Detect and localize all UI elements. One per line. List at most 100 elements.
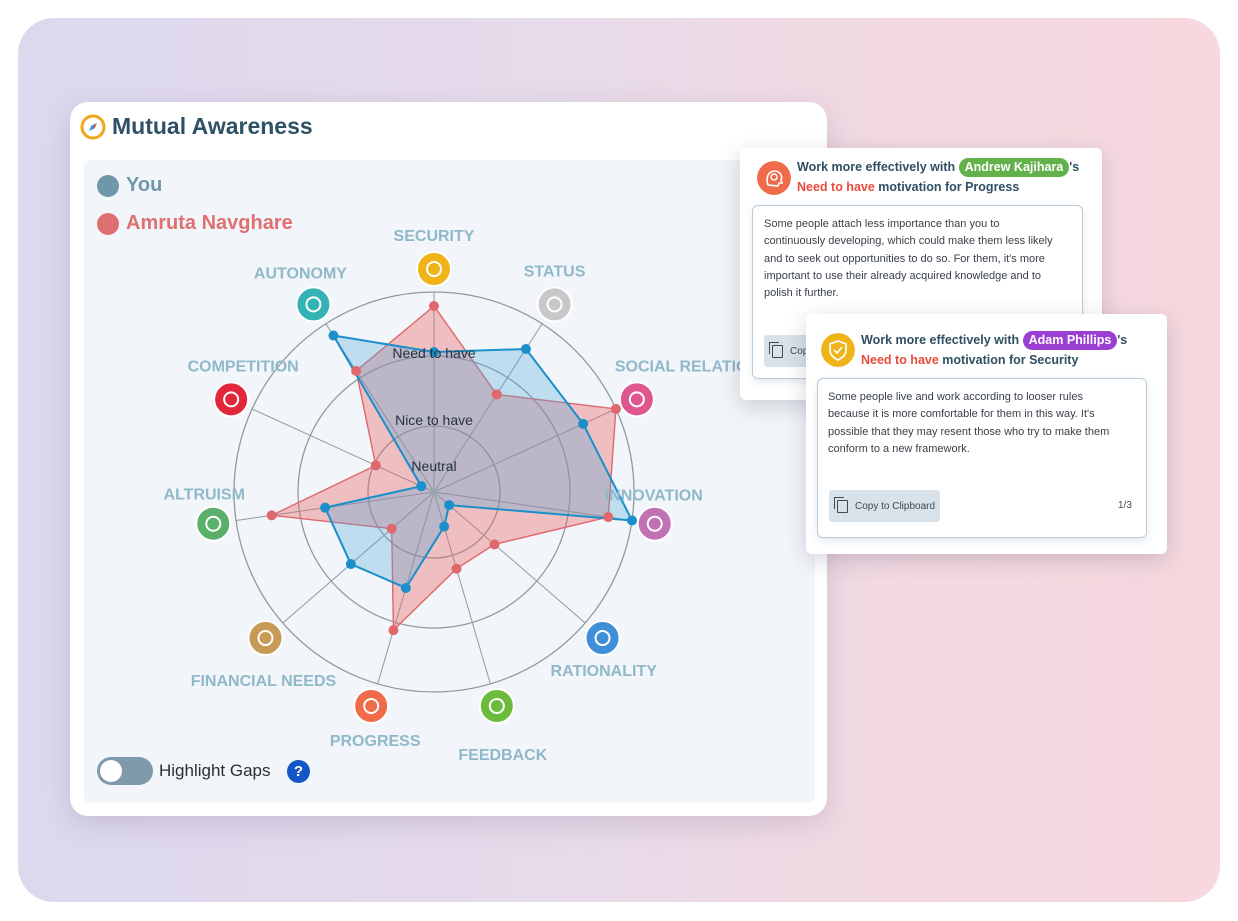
handshake-icon-glyph <box>628 391 645 408</box>
lightbulb-icon-glyph <box>646 515 663 532</box>
radar-spoke <box>251 408 435 493</box>
category-label: INNOVATION <box>605 488 703 505</box>
series-area-other <box>270 305 617 631</box>
data-point-you <box>626 515 637 526</box>
data-point-other <box>351 365 362 376</box>
category-label: FEEDBACK <box>458 747 547 764</box>
heading-prefix: Work more effectively with <box>797 160 959 174</box>
popup-heading: Work more effectively with Andrew Kajiha… <box>797 157 1079 177</box>
insight-line: Some people live and work according to l… <box>828 391 1083 403</box>
legend-you-dot <box>97 174 119 197</box>
category-label: SECURITY <box>394 228 475 245</box>
insight-text: Some people attach less importance than … <box>764 216 1053 302</box>
data-point-other <box>370 460 381 471</box>
need-level-label: Need to have <box>861 353 939 367</box>
popup-subheading: Need to have motivation for Progress <box>797 177 1019 197</box>
trophy-icon <box>213 381 250 418</box>
person-name-badge[interactable]: Adam Phillips <box>1022 331 1118 350</box>
insight-line: conform to a new framework. <box>828 442 970 455</box>
pagination-indicator: 1/3 <box>1118 500 1132 511</box>
thumbs-up-icon-glyph <box>488 697 505 714</box>
data-point-you <box>520 343 531 354</box>
data-point-other <box>429 301 439 311</box>
category-label: COMPETITION <box>188 358 299 375</box>
category-label: RATIONALITY <box>551 663 658 680</box>
head-gear-icon-glyph <box>363 697 380 714</box>
data-point-you <box>320 502 331 513</box>
shield-icon-glyph <box>426 261 442 277</box>
lightbulb-icon <box>636 505 673 542</box>
copy-icon <box>834 496 848 513</box>
magnifier-icon <box>584 620 621 657</box>
help-icon[interactable]: ? <box>287 760 310 783</box>
data-point-other <box>610 403 621 414</box>
data-point-other <box>489 539 500 550</box>
heading-suffix: 's <box>1117 333 1128 347</box>
highlight-gaps-toggle[interactable] <box>97 757 153 785</box>
category-label: ALTRUISM <box>164 487 245 504</box>
legend-other-dot <box>97 212 119 235</box>
trophy-icon-glyph <box>223 391 240 408</box>
series-area-you <box>324 334 633 589</box>
money-bag-icon-glyph <box>257 630 274 647</box>
ring-label-0: Need to have <box>392 345 475 361</box>
radar-spoke <box>433 491 586 624</box>
people-icon-glyph <box>205 515 222 532</box>
data-point-you <box>328 330 339 341</box>
copy-to-clipboard-button[interactable]: Copy to Clipboard <box>829 490 940 522</box>
data-point-you <box>439 521 450 532</box>
insight-line: and to seek out opportunities to do so. … <box>764 252 1045 265</box>
shield-icon <box>821 333 855 367</box>
heading-prefix: Work more effectively with <box>861 333 1023 347</box>
popup-subheading: Need to have motivation for Security <box>861 350 1078 370</box>
insight-line: continuously developing, which could mak… <box>764 235 1053 248</box>
handshake-icon <box>618 381 655 418</box>
legend-other[interactable]: Amruta Navghare <box>97 212 293 235</box>
radar-spoke <box>433 491 633 521</box>
money-bag-icon <box>247 620 284 657</box>
category-label: PROGRESS <box>330 733 421 750</box>
copy-icon <box>769 341 783 358</box>
compass-icon <box>80 114 106 140</box>
ring-label-2: Neutral <box>411 458 456 474</box>
boot-icon-glyph <box>305 296 322 313</box>
copy-button-label: Copy <box>790 345 814 357</box>
data-point-other <box>388 625 399 636</box>
data-point-other <box>603 512 614 523</box>
crown-icon-glyph <box>546 296 563 313</box>
popup-heading: Work more effectively with Adam Phillips… <box>861 330 1127 350</box>
legend-you-label: You <box>126 174 163 196</box>
data-point-you <box>416 481 427 492</box>
insight-line: important to use their already acquired … <box>764 269 1042 282</box>
motivation-label: motivation for Progress <box>874 180 1020 194</box>
data-point-you <box>400 582 411 593</box>
insight-text: Some people live and work according to l… <box>828 389 1109 458</box>
category-label: FINANCIAL NEEDS <box>191 673 337 690</box>
page-title: Mutual Awareness <box>112 113 313 139</box>
ring-label-1: Nice to have <box>395 412 473 428</box>
motivation-label: motivation for Security <box>938 353 1079 367</box>
boot-icon <box>295 286 332 323</box>
data-point-other <box>266 510 277 521</box>
copy-button-label: Copy to Clipboard <box>855 500 936 512</box>
category-label: STATUS <box>524 263 586 280</box>
shield-icon <box>416 251 452 287</box>
magnifier-icon-glyph <box>594 630 611 647</box>
toggle-knob <box>100 760 122 782</box>
thumbs-up-icon <box>478 687 515 724</box>
data-point-you <box>444 500 455 511</box>
insight-line: because it is more comfortable for them … <box>828 408 1095 421</box>
data-point-you <box>429 347 439 357</box>
person-name-badge[interactable]: Andrew Kajihara <box>958 158 1070 177</box>
radar-center <box>430 488 438 496</box>
head-gear-icon <box>757 161 791 195</box>
crown-icon <box>536 286 573 323</box>
data-point-you <box>345 559 356 570</box>
insight-popup-security: Work more effectively with Adam Phillips… <box>806 314 1167 554</box>
legend-other-label: Amruta Navghare <box>126 212 293 234</box>
insight-line: polish it further. <box>764 287 839 300</box>
insight-line: possible that they may resent those who … <box>828 425 1110 438</box>
legend-you[interactable]: You <box>97 174 162 197</box>
category-label: AUTONOMY <box>254 265 347 282</box>
